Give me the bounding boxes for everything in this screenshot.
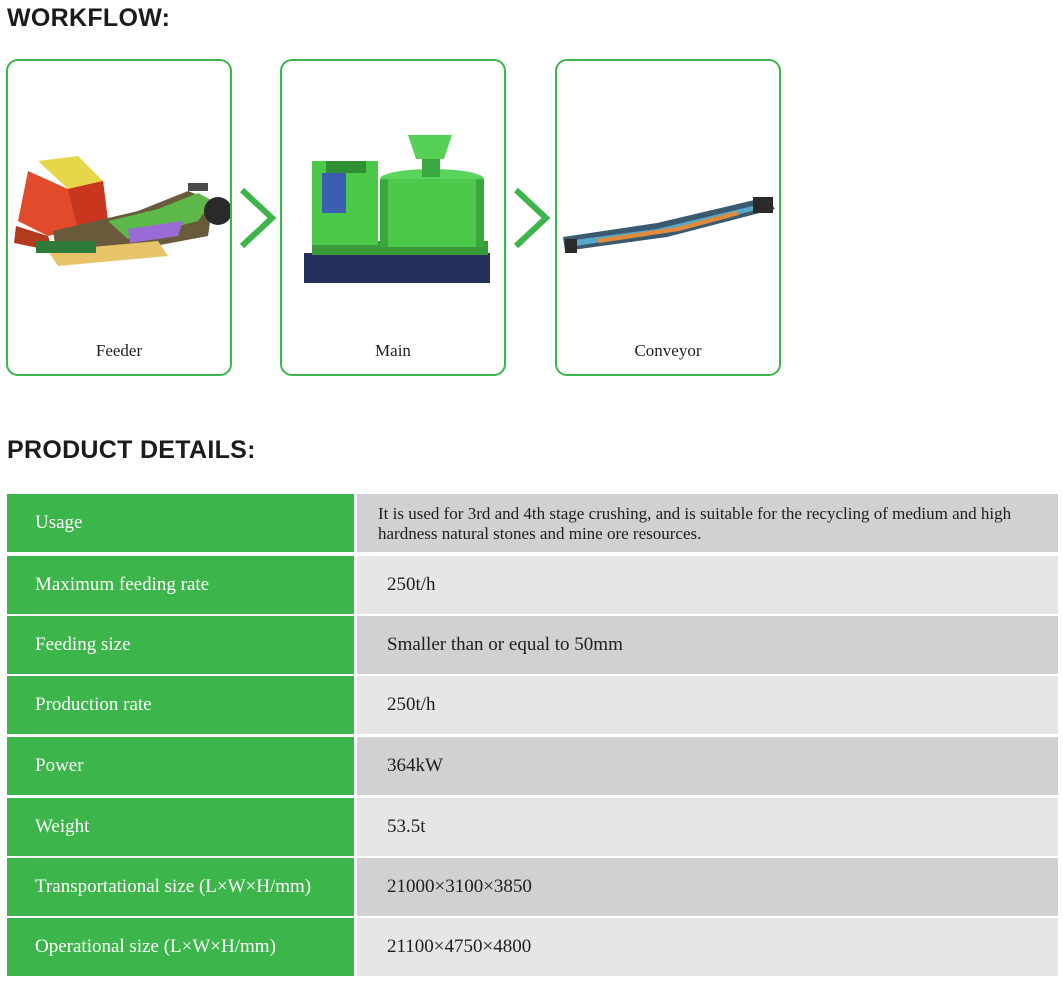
chevron-right-icon: [513, 187, 551, 249]
table-row: Transportational size (L×W×H/mm) 21000×3…: [7, 858, 1058, 916]
feeder-machine-illustration: [14, 156, 230, 266]
row-value: 364kW: [357, 737, 1058, 795]
row-value: 21000×3100×3850: [357, 858, 1058, 916]
workflow-step-label: Main: [375, 341, 411, 360]
row-value: Smaller than or equal to 50mm: [357, 616, 1058, 674]
row-value: 53.5t: [357, 798, 1058, 856]
row-key: Weight: [7, 798, 354, 856]
workflow-step-label: Feeder: [95, 341, 143, 360]
row-key: Transportational size (L×W×H/mm): [7, 858, 354, 916]
row-key: Usage: [7, 494, 354, 552]
row-key: Maximum feeding rate: [7, 556, 354, 614]
row-value: 250t/h: [357, 676, 1058, 734]
workflow-step-label: Conveyor: [634, 341, 702, 360]
table-row: Usage It is used for 3rd and 4th stage c…: [7, 494, 1058, 552]
table-row: Feeding size Smaller than or equal to 50…: [7, 616, 1058, 674]
product-details-title: PRODUCT DETAILS:: [7, 436, 256, 464]
table-row: Weight 53.5t: [7, 798, 1058, 856]
workflow-title: WORKFLOW:: [7, 4, 171, 32]
row-value: It is used for 3rd and 4th stage crushin…: [357, 494, 1058, 552]
row-value: 21100×4750×4800: [357, 918, 1058, 976]
workflow-step-feeder: Feeder: [6, 59, 232, 376]
workflow-step-main: Main: [280, 59, 506, 376]
conveyor-machine-illustration: [563, 197, 775, 253]
table-row: Power 364kW: [7, 737, 1058, 795]
row-key: Production rate: [7, 676, 354, 734]
table-row: Production rate 250t/h: [7, 676, 1058, 734]
workflow-step-conveyor: Conveyor: [555, 59, 781, 376]
row-key: Power: [7, 737, 354, 795]
row-key: Feeding size: [7, 616, 354, 674]
row-key: Operational size (L×W×H/mm): [7, 918, 354, 976]
crusher-machine-illustration: [304, 135, 490, 283]
table-row: Maximum feeding rate 250t/h: [7, 556, 1058, 614]
table-row: Operational size (L×W×H/mm) 21100×4750×4…: [7, 918, 1058, 976]
row-value: 250t/h: [357, 556, 1058, 614]
chevron-right-icon: [239, 187, 277, 249]
